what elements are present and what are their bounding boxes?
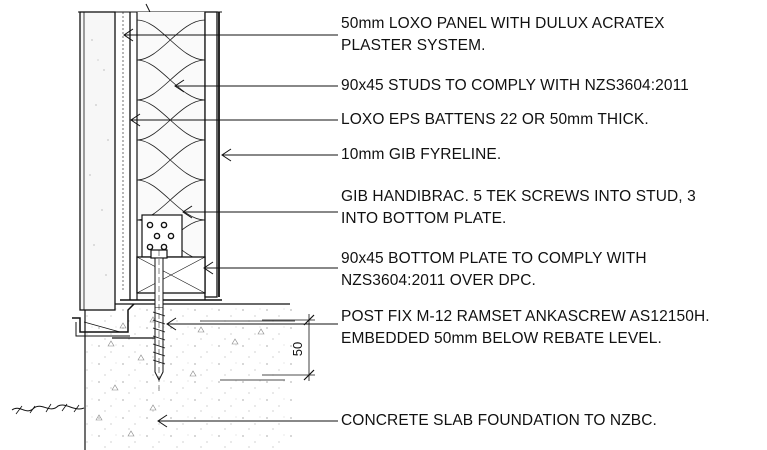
label-handibrac: GIB HANDIBRAC. 5 TEK SCREWS INTO STUD, 3… [341,188,696,227]
gib-fyreline [204,11,220,298]
dimension-label: 50 [290,342,305,356]
label-studs: 90x45 STUDS TO COMPLY WITH NZS3604:2011 [341,77,689,94]
bottom-plate [136,256,206,294]
concrete-slab [83,303,295,450]
anchor-screw [150,249,168,392]
label-gib: 10mm GIB FYRELINE. [341,146,502,163]
label-anchor: POST FIX M-12 RAMSET ANKASCREW AS12150H.… [341,308,710,347]
label-slab: CONCRETE SLAB FOUNDATION TO NZBC. [341,412,657,429]
ground-line [11,403,85,415]
base-flashing [72,299,222,339]
leader-lines [123,28,338,428]
eps-batten-cavity [114,12,131,300]
aggregate-triangles [95,316,265,437]
dimension-50 [262,314,315,381]
loxo-panel [79,11,116,311]
label-battens: LOXO EPS BATTENS 22 OR 50mm THICK. [341,111,649,128]
